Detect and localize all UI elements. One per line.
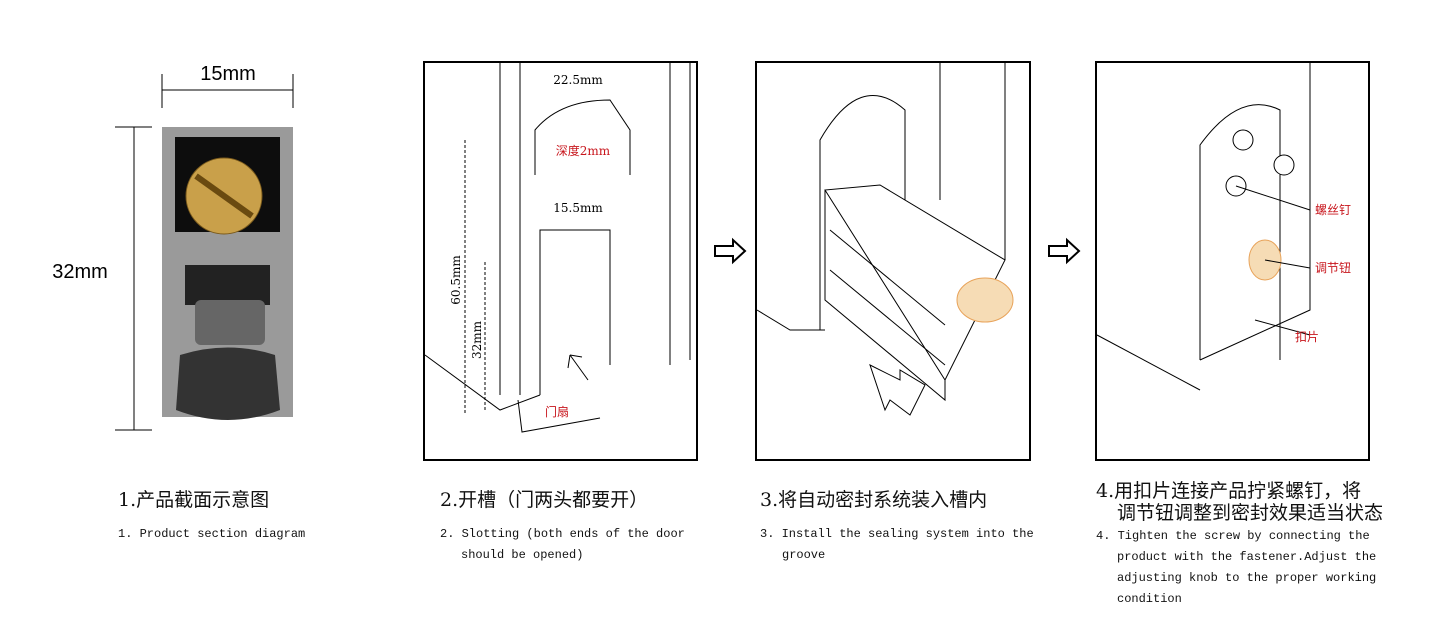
step4-title-cn-line1: 4.用扣片连接产品拧紧螺钉，将 bbox=[1096, 480, 1362, 502]
slotting-diagram: 22.5mm 深度2mm 15.5mm 60.5mm 32mm 门扇 bbox=[423, 61, 698, 461]
slot-height-label: 32mm bbox=[470, 320, 484, 359]
width-label: 15mm bbox=[200, 63, 256, 85]
screw-label: 螺丝钉 bbox=[1315, 203, 1351, 217]
knob-label: 调节钮 bbox=[1315, 260, 1351, 275]
step2-desc-en-line1: 2. Slotting (both ends of the door bbox=[440, 527, 685, 541]
fasten-adjust-diagram: 螺丝钉 调节钮 扣片 bbox=[1095, 61, 1370, 461]
step4-desc-en-line3: adjusting knob to the proper working bbox=[1117, 571, 1377, 585]
step4-desc-en-line4: condition bbox=[1117, 592, 1182, 606]
door-label: 门扇 bbox=[545, 404, 569, 419]
depth-label: 深度2mm bbox=[556, 143, 611, 158]
step4-desc-en-line1: 4. Tighten the screw by connecting the bbox=[1096, 529, 1370, 543]
total-height-label: 60.5mm bbox=[449, 255, 463, 305]
step3-title-cn: 3.将自动密封系统装入槽内 bbox=[760, 489, 988, 511]
step4-title-cn-line2: 调节钮调整到密封效果适当状态 bbox=[1117, 502, 1384, 524]
slot-width-label: 15.5mm bbox=[553, 201, 603, 215]
fastener-label: 扣片 bbox=[1295, 330, 1319, 344]
arrow-right-icon bbox=[1048, 237, 1081, 265]
step3-desc-en-line2: groove bbox=[782, 548, 826, 562]
step3-desc-en-line1: 3. Install the sealing system into the bbox=[760, 527, 1034, 541]
install-diagram bbox=[755, 61, 1031, 461]
step2-desc-en-line2: should be opened) bbox=[461, 548, 584, 562]
arrow-right-icon bbox=[714, 237, 747, 265]
step2-title-cn: 2.开槽（门两头都要开） bbox=[440, 489, 649, 511]
product-section-diagram: 15mm 32mm bbox=[52, 63, 294, 431]
step1-title-cn: 1.产品截面示意图 bbox=[118, 489, 270, 511]
step4-desc-en-line2: product with the fastener.Adjust the bbox=[1117, 550, 1377, 564]
height-label: 32mm bbox=[52, 261, 108, 283]
top-width-label: 22.5mm bbox=[553, 73, 603, 87]
step1-desc-en: 1. Product section diagram bbox=[118, 527, 306, 541]
